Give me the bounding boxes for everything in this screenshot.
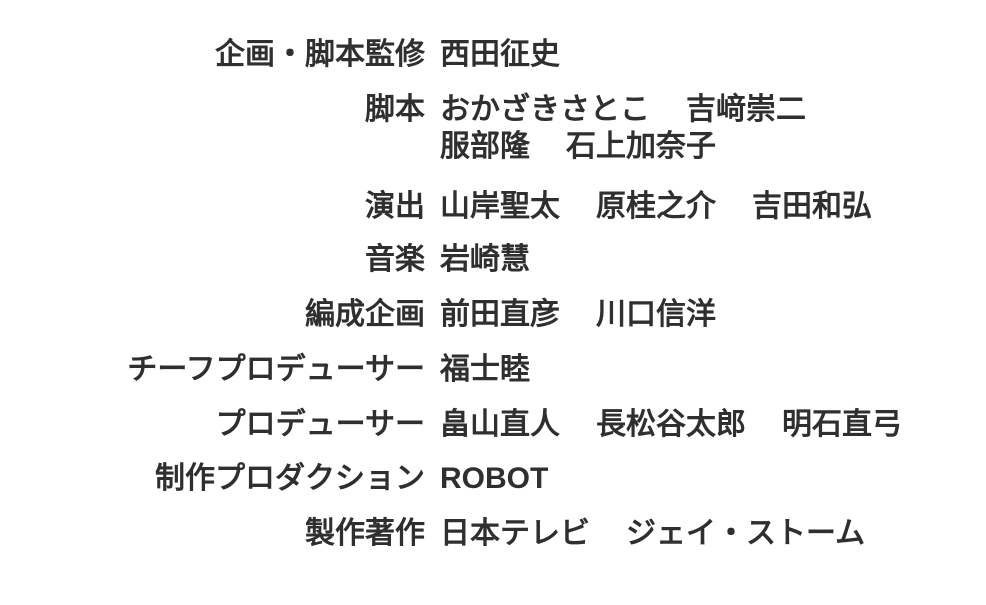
credit-names: 畠山直人 長松谷太郎 明石直弓 [440, 410, 902, 440]
credit-name: 川口信洋 [596, 298, 716, 331]
credit-role: プロデューサー [215, 408, 425, 441]
credit-row: 制作プロダクション ROBOT [0, 464, 986, 494]
credit-role: チーフプロデューサー [127, 353, 425, 386]
credit-role: 脚本 [365, 93, 425, 126]
credit-row: 音楽 岩崎慧 [0, 245, 986, 275]
credit-name: 吉田和弘 [752, 190, 872, 223]
credit-row: 企画・脚本監修 西田征史 [0, 40, 986, 70]
credit-role: 製作著作 [305, 517, 425, 550]
credit-name: 前田直彦 [440, 298, 560, 331]
credit-role: 編成企画 [305, 298, 425, 331]
credit-role: 演出 [365, 190, 425, 223]
credit-names: 西田征史 [440, 40, 560, 70]
credit-names: 日本テレビ ジェイ・ストーム [440, 519, 865, 549]
credit-role: 音楽 [365, 243, 425, 276]
credit-name: おかざきさとこ [440, 93, 650, 126]
credit-name: 山岸聖太 [440, 190, 560, 223]
credit-row: 服部隆 石上加奈子 [0, 132, 986, 162]
credit-row: プロデューサー 畠山直人 長松谷太郎 明石直弓 [0, 410, 986, 440]
credit-name: 西田征史 [440, 38, 560, 71]
credit-name: 石上加奈子 [566, 130, 716, 163]
credit-names: 服部隆 石上加奈子 [440, 132, 716, 162]
credit-names: 福士睦 [440, 355, 530, 385]
credit-row: 製作著作 日本テレビ ジェイ・ストーム [0, 519, 986, 549]
credit-names: おかざきさとこ 吉﨑崇二 [440, 95, 806, 125]
credit-row: チーフプロデューサー 福士睦 [0, 355, 986, 385]
credit-name: 日本テレビ [440, 517, 590, 550]
credit-row: 編成企画 前田直彦 川口信洋 [0, 300, 986, 330]
credit-names: 前田直彦 川口信洋 [440, 300, 716, 330]
credit-name: 長松谷太郎 [596, 408, 746, 441]
credit-name: ジェイ・ストーム [626, 517, 866, 550]
credit-name: 服部隆 [440, 130, 530, 163]
credit-name: 畠山直人 [440, 408, 560, 441]
credit-names: 岩崎慧 [440, 245, 530, 275]
credit-role: 制作プロダクション [155, 462, 425, 495]
credit-name: 原桂之介 [596, 190, 716, 223]
credit-role: 企画・脚本監修 [215, 38, 425, 71]
credit-row: 脚本 おかざきさとこ 吉﨑崇二 [0, 95, 986, 125]
credit-name: 福士睦 [440, 353, 530, 386]
credit-name: ROBOT [440, 462, 549, 495]
credit-name: 岩崎慧 [440, 243, 530, 276]
credit-names: ROBOT [440, 464, 548, 494]
credit-name: 吉﨑崇二 [686, 93, 806, 126]
credit-row: 演出 山岸聖太 原桂之介 吉田和弘 [0, 192, 986, 222]
credit-names: 山岸聖太 原桂之介 吉田和弘 [440, 192, 872, 222]
credit-name: 明石直弓 [782, 408, 902, 441]
